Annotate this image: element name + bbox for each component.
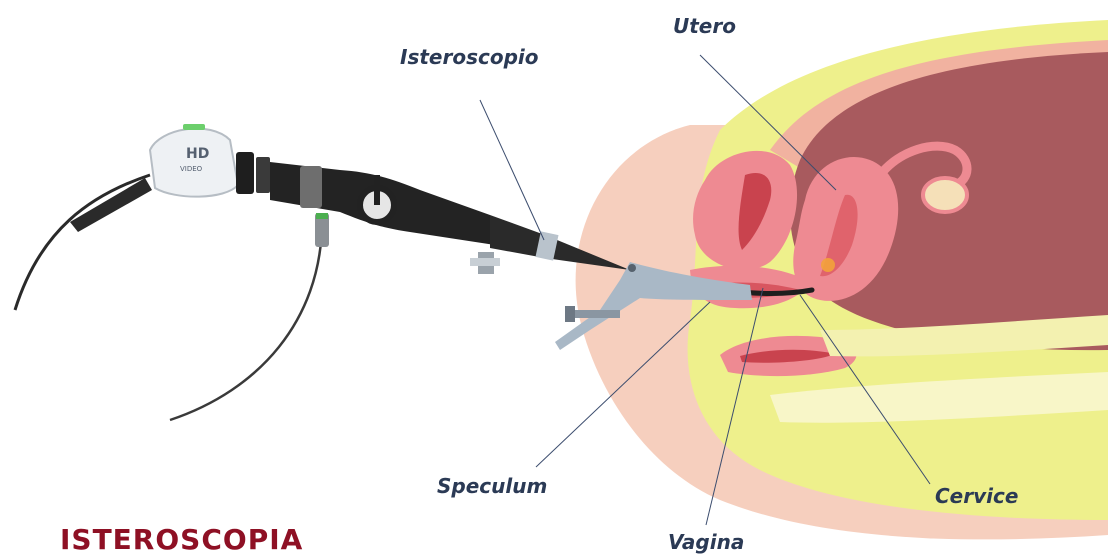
label-utero: Utero: [673, 14, 736, 38]
optic-light: [821, 258, 835, 272]
cable-strain-relief: [70, 178, 152, 232]
speculum-screw-end: [565, 306, 575, 322]
coupler-ring-2: [256, 157, 270, 193]
device-badge-video: VIDEO: [180, 165, 203, 173]
scope-grip-ring: [300, 166, 322, 208]
scope-valve-handle: [374, 175, 380, 205]
light-connector-ring: [316, 213, 328, 219]
camera-button: [183, 124, 205, 130]
label-cervice: Cervice: [935, 484, 1018, 508]
ovary: [923, 178, 967, 212]
coupler-ring: [236, 152, 254, 194]
label-isteroscopio: Isteroscopio: [400, 45, 539, 69]
label-vagina: Vagina: [668, 530, 744, 554]
light-cable: [170, 225, 322, 420]
label-speculum: Speculum: [437, 474, 547, 498]
page-title: ISTEROSCOPIA: [60, 523, 303, 556]
speculum-pivot: [628, 264, 636, 272]
camera-head: [150, 129, 238, 197]
side-port-cap: [470, 258, 500, 266]
device-badge-hd: HD: [186, 146, 209, 162]
